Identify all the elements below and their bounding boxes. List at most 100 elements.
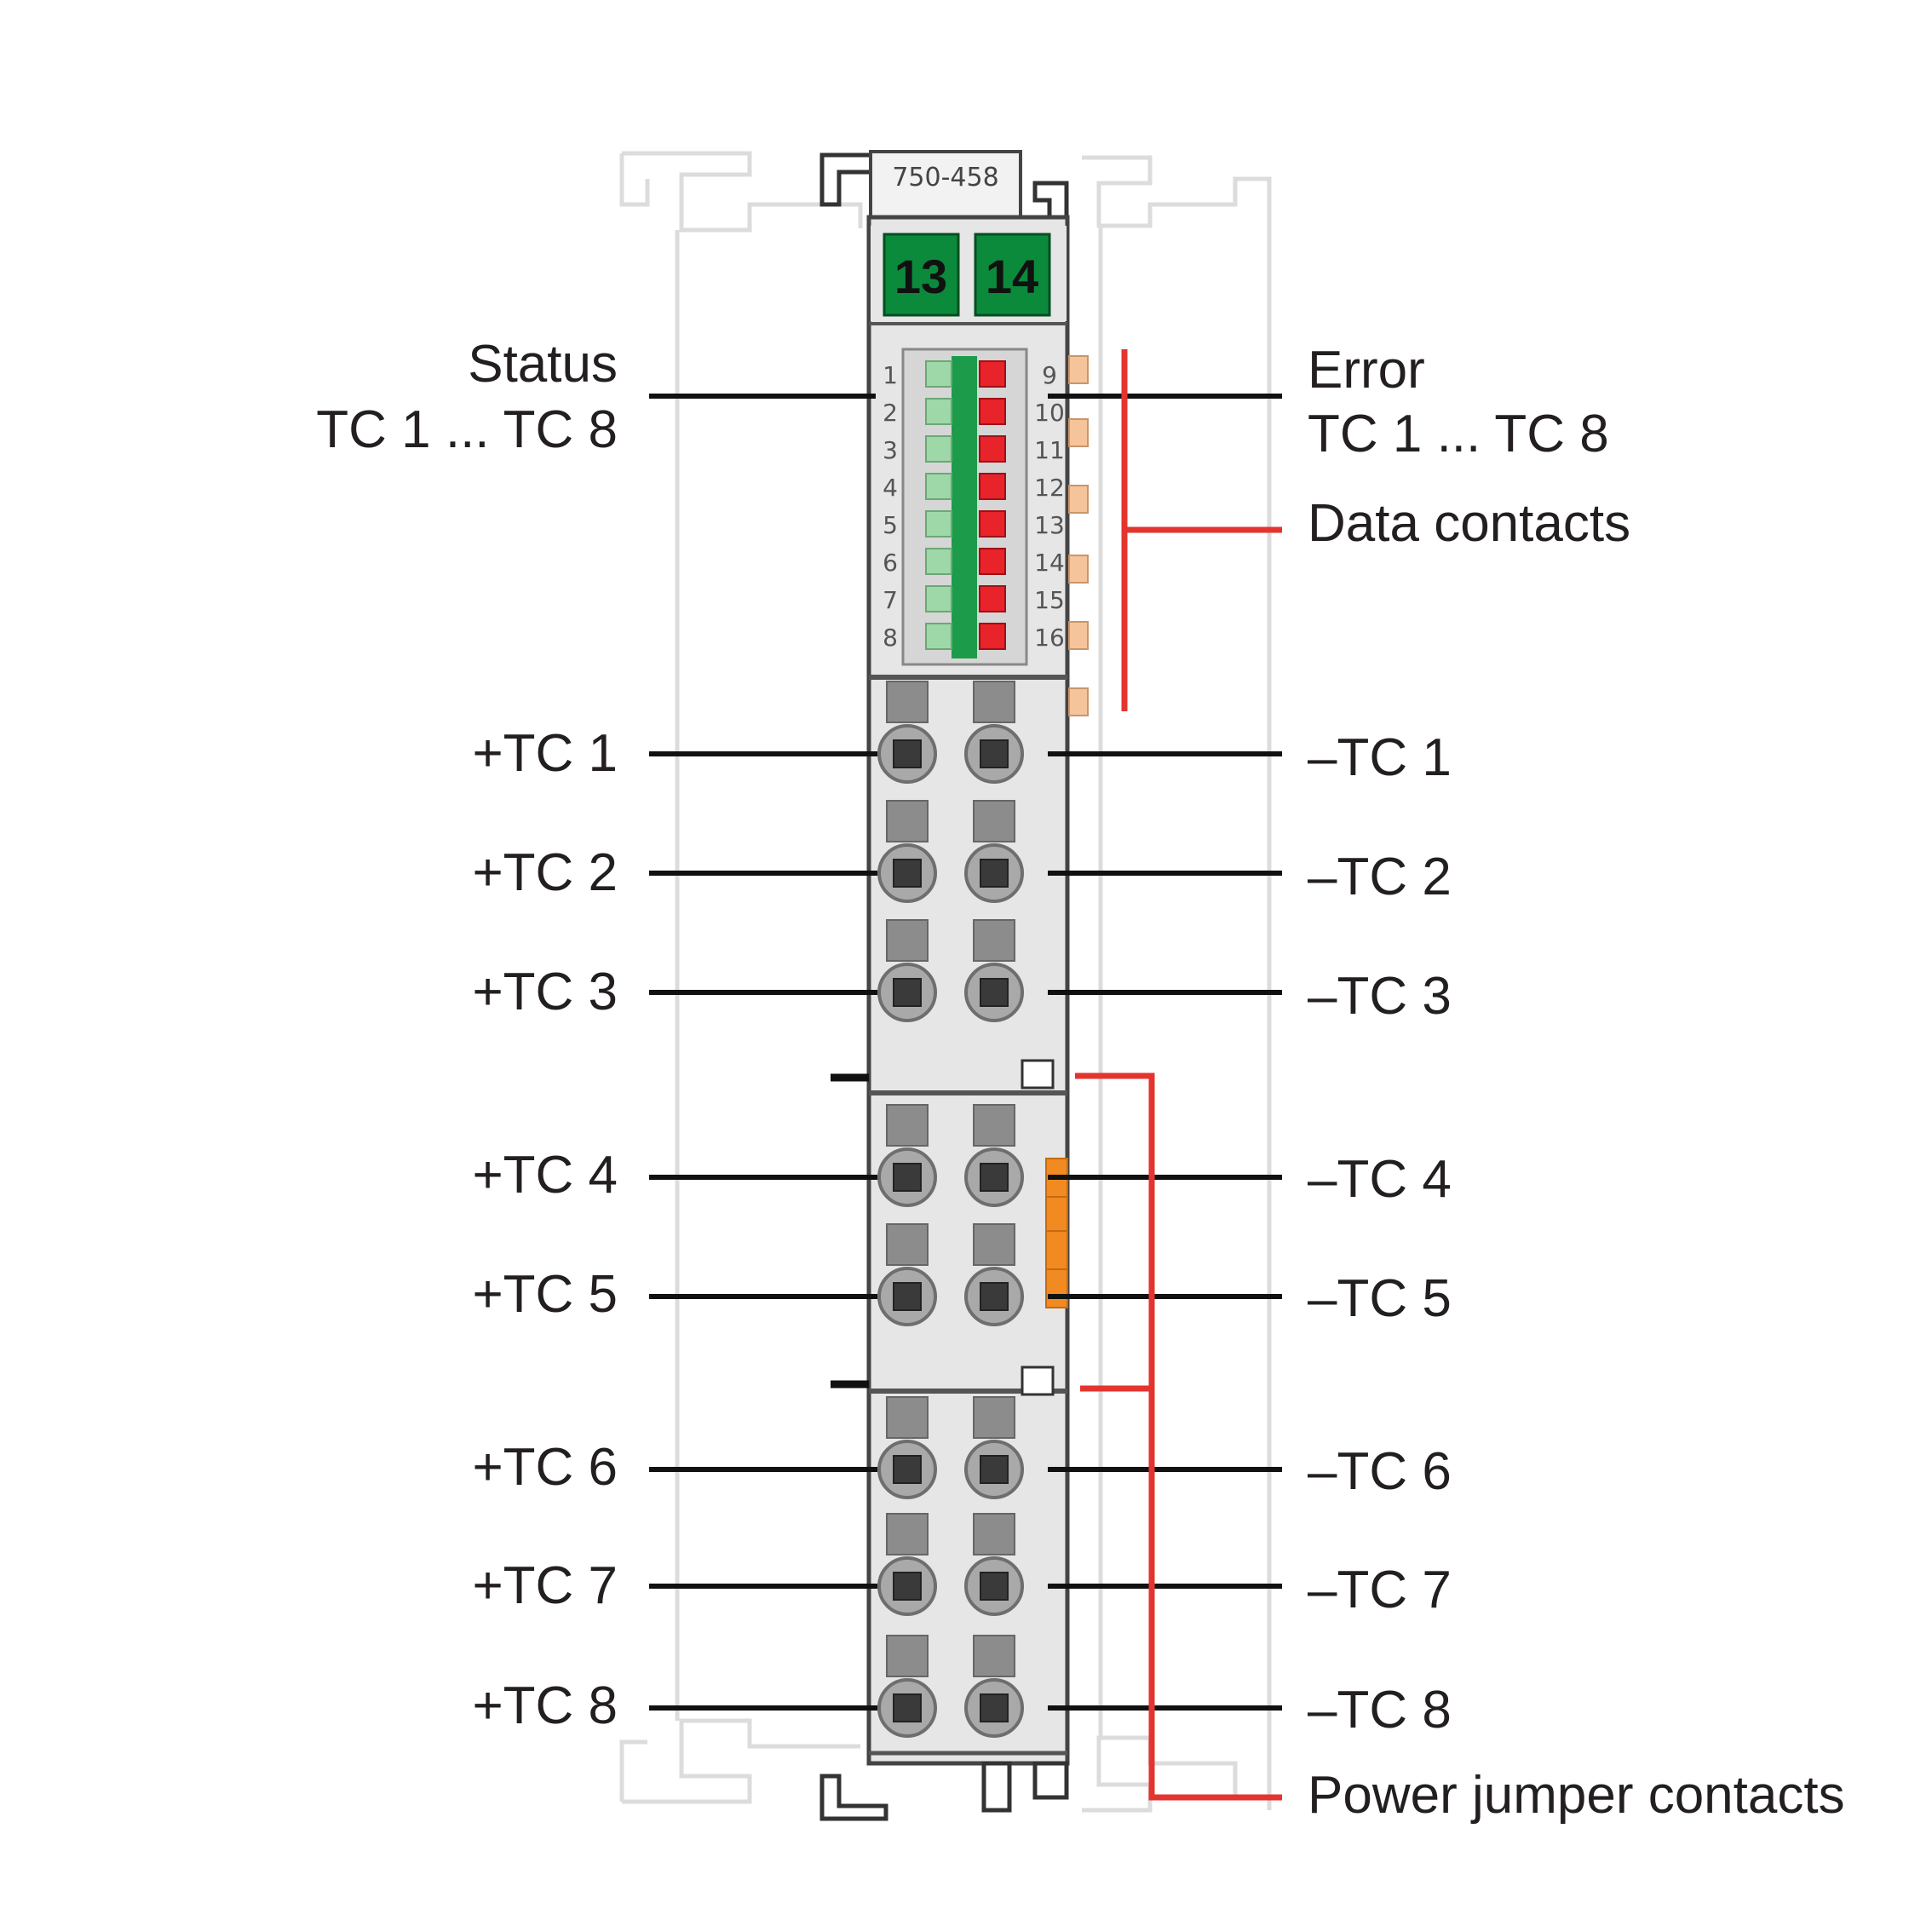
led-number: 16 [1034, 624, 1065, 652]
terminal-release-button [886, 1223, 929, 1266]
terminal-release-button [973, 1104, 1015, 1147]
terminal-release-button [886, 1513, 929, 1555]
error-led [979, 548, 1006, 575]
channel-tab-14-label: 14 [986, 250, 1038, 303]
terminal-release-button [886, 919, 929, 962]
led-number: 5 [883, 511, 898, 539]
data-contact-pad [1068, 485, 1089, 514]
status-led [925, 623, 952, 650]
led-number: 14 [1034, 549, 1065, 577]
data-contact-pad [1068, 418, 1089, 447]
terminal-release-button [973, 1635, 1015, 1677]
terminal-wire-entry [893, 739, 922, 768]
status-led [925, 510, 952, 538]
data-contact-pad [1068, 687, 1089, 716]
terminal-wire-entry [980, 1163, 1009, 1192]
power-jumper-strip [1045, 1158, 1068, 1308]
terminal-release-button [973, 1513, 1015, 1555]
status-label-line1: Status [468, 335, 618, 394]
terminal-wire-entry [980, 859, 1009, 888]
led-number: 1 [883, 361, 898, 389]
status-led [925, 435, 952, 463]
error-led [979, 585, 1006, 612]
data-contact-pads [1068, 355, 1089, 716]
terminal-wire-entry [893, 1693, 922, 1722]
led-number: 10 [1034, 399, 1065, 427]
power-jumper-contacts-label: Power jumper contacts [1308, 1766, 1845, 1825]
terminal-release-button [973, 681, 1015, 723]
terminal-label-minus: –TC 4 [1308, 1150, 1452, 1209]
terminal-blocks [877, 681, 1024, 1738]
terminal-release-button [973, 800, 1015, 842]
led-number: 13 [1034, 511, 1065, 539]
status-leds [925, 360, 952, 650]
terminal-release-button [886, 681, 929, 723]
terminal-label-plus: +TC 2 [472, 843, 618, 902]
channel-tabs: 13 14 [871, 226, 1067, 321]
led-right-numbers: 9 10 11 12 13 14 15 16 [1034, 361, 1065, 652]
terminal-wire-entry [980, 1693, 1009, 1722]
terminal-wire-entry [893, 1455, 922, 1484]
channel-tab-13 [883, 233, 960, 317]
terminal-label-plus: +TC 4 [472, 1146, 618, 1205]
terminal-release-button [973, 1223, 1015, 1266]
terminal-label-minus: –TC 1 [1308, 728, 1452, 787]
terminal-release-button [886, 800, 929, 842]
terminal-label-plus: +TC 8 [472, 1676, 618, 1735]
error-label-line2: TC 1 ... TC 8 [1308, 405, 1609, 463]
terminal-wire-entry [980, 978, 1009, 1007]
terminal-wire-entry [893, 978, 922, 1007]
status-led [925, 473, 952, 500]
error-led [979, 473, 1006, 500]
terminal-release-button [973, 919, 1015, 962]
red-callouts [1075, 349, 1282, 1801]
led-panel [901, 348, 1028, 666]
error-leds [979, 360, 1006, 650]
error-led [979, 435, 1006, 463]
led-number: 6 [883, 549, 898, 577]
terminal-wire-entry [893, 1282, 922, 1311]
terminal-wire-entry [980, 1282, 1009, 1311]
terminal-label-minus: –TC 3 [1308, 967, 1452, 1026]
led-number: 7 [883, 586, 898, 614]
terminal-release-button [886, 1396, 929, 1439]
data-contact-pad [1068, 555, 1089, 584]
terminal-label-minus: –TC 7 [1308, 1561, 1452, 1619]
led-number: 11 [1034, 436, 1065, 464]
error-led [979, 623, 1006, 650]
terminal-release-button [973, 1396, 1015, 1439]
led-number: 12 [1034, 474, 1065, 502]
status-led [925, 585, 952, 612]
leader-lines [649, 394, 1282, 1711]
data-contacts-label: Data contacts [1308, 494, 1630, 553]
terminal-label-minus: –TC 8 [1308, 1681, 1452, 1739]
data-contact-pad [1068, 621, 1089, 650]
led-number: 9 [1042, 361, 1057, 389]
status-led [925, 548, 952, 575]
terminal-label-plus: +TC 5 [472, 1265, 618, 1324]
status-led [925, 398, 952, 425]
data-contact-pad [1068, 355, 1089, 384]
model-number: 750-458 [892, 163, 998, 193]
led-number: 4 [883, 474, 898, 502]
terminal-label-plus: +TC 3 [472, 963, 618, 1021]
error-led [979, 510, 1006, 538]
led-number: 15 [1034, 586, 1065, 614]
terminal-wire-entry [893, 859, 922, 888]
error-led [979, 360, 1006, 388]
terminal-label-plus: +TC 7 [472, 1556, 618, 1615]
terminal-wire-entry [980, 1572, 1009, 1601]
terminal-release-button [886, 1104, 929, 1147]
error-label-line1: Error [1308, 341, 1425, 400]
status-label-line2: TC 1 ... TC 8 [316, 400, 618, 459]
terminal-label-minus: –TC 2 [1308, 848, 1452, 906]
error-led [979, 398, 1006, 425]
terminal-label-plus: +TC 1 [472, 724, 618, 783]
led-number: 3 [883, 436, 898, 464]
terminal-wire-entry [980, 1455, 1009, 1484]
terminal-label-minus: –TC 6 [1308, 1442, 1452, 1501]
led-number: 8 [883, 624, 898, 652]
led-left-numbers: 1 2 3 4 5 6 7 8 [883, 361, 898, 652]
